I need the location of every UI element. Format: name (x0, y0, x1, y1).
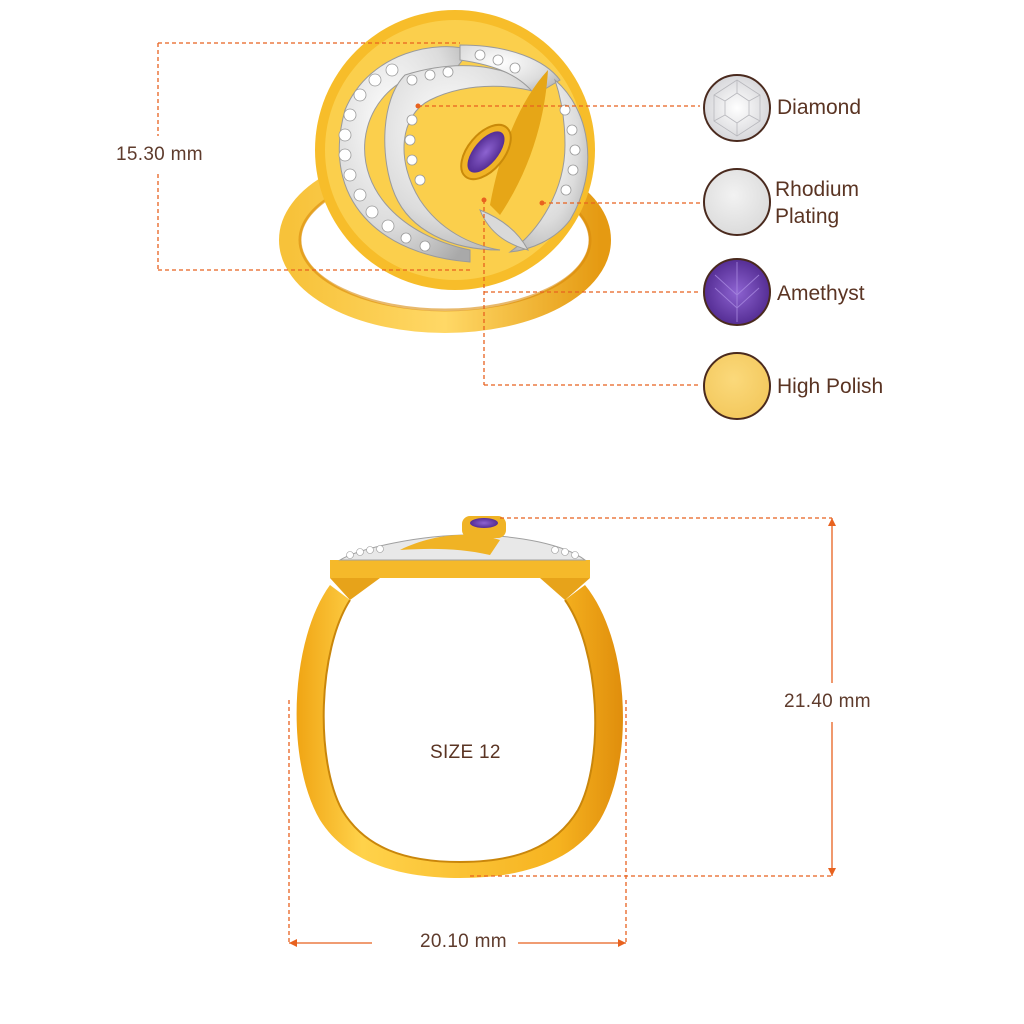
legend-high-polish-label: High Polish (777, 375, 884, 398)
ring-side-view (296, 516, 623, 878)
rhodium-swatch (703, 168, 771, 236)
high-polish-swatch (703, 352, 771, 420)
amethyst-swatch (703, 258, 771, 326)
legend-swatches (703, 74, 771, 420)
legend-amethyst-label: Amethyst (777, 282, 865, 305)
diamond-swatch (703, 74, 771, 142)
legend-rhodium-line2: Plating (775, 205, 840, 228)
legend-rhodium-label: Rhodium Plating (775, 176, 859, 230)
ring-top-view (279, 10, 611, 333)
dimension-arrows (289, 518, 836, 947)
top-dimension-lines (157, 42, 700, 386)
ring-size-label: SIZE 12 (430, 742, 501, 763)
legend-rhodium-line1: Rhodium (775, 178, 860, 201)
top-height-measurement: 15.30 mm (116, 144, 203, 165)
side-dimension-lines (288, 517, 833, 945)
side-height-measurement: 21.40 mm (784, 691, 871, 712)
side-width-measurement: 20.10 mm (420, 931, 507, 952)
legend-diamond-label: Diamond (777, 96, 862, 119)
